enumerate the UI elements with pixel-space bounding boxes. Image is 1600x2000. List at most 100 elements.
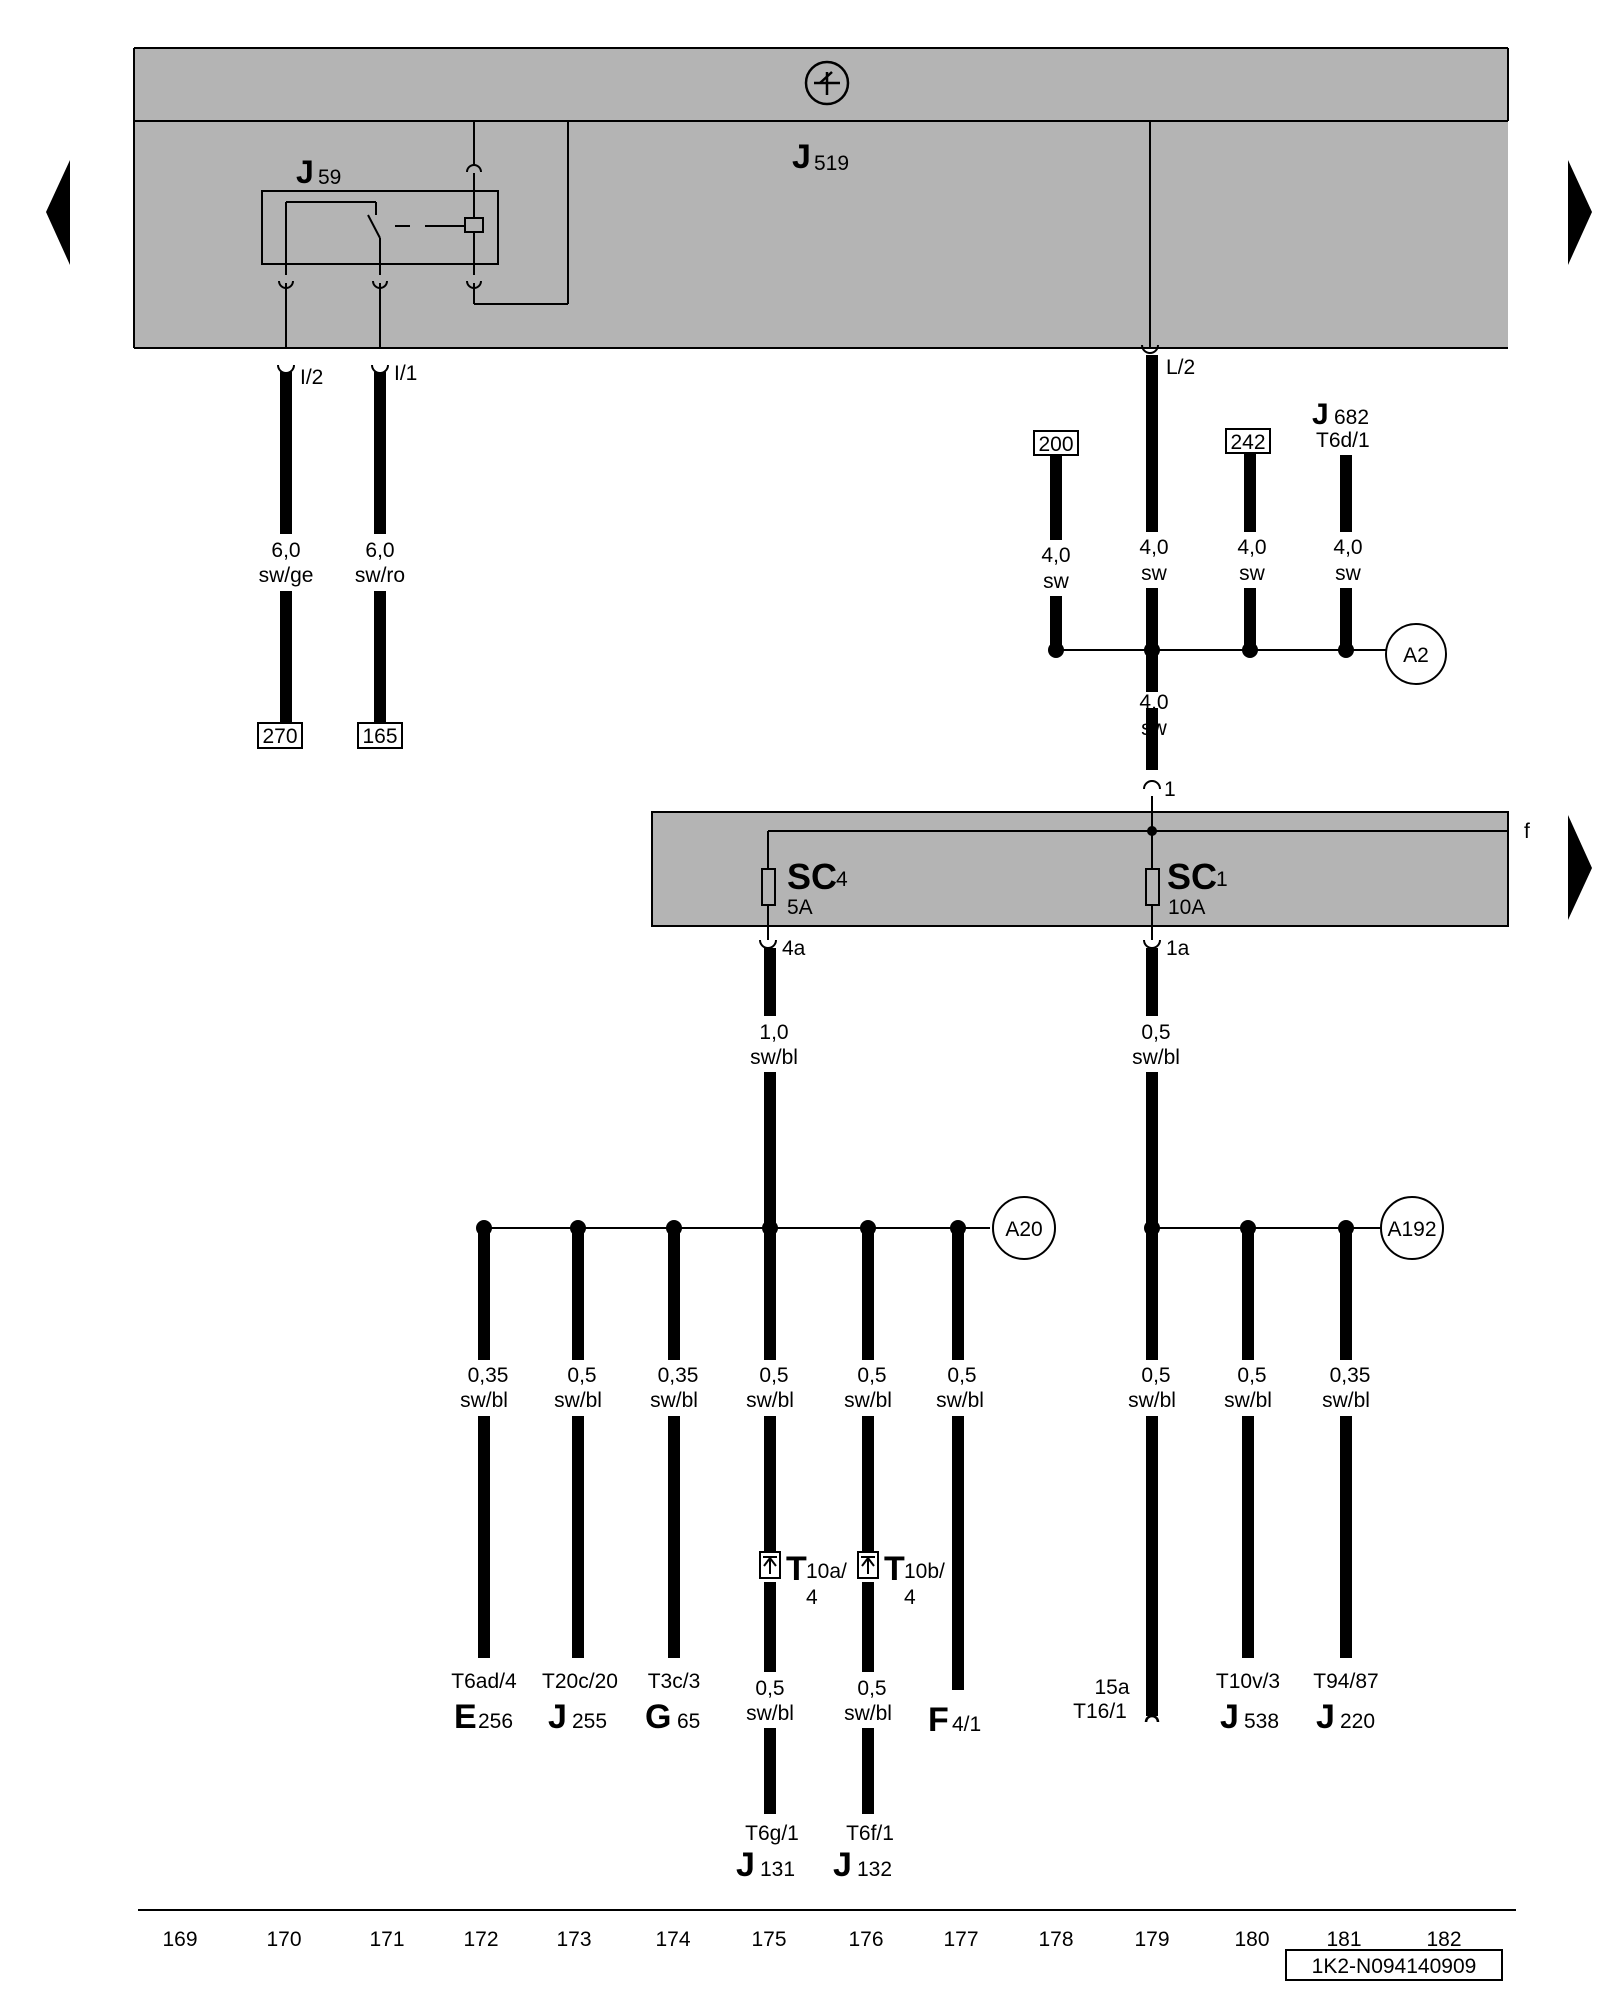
component-e256: T6ad/4 E 256 [451,1670,517,1736]
wire-color: sw [1141,562,1168,585]
component-j538: T10v/3 J 538 [1216,1670,1280,1736]
component-pin: T10v/3 [1216,1670,1280,1693]
wire-size: 0,35 [1330,1364,1371,1387]
component-pin: T16/1 [1073,1700,1127,1723]
wire-color: sw/bl [650,1389,698,1412]
connector-pin: 4 [904,1586,916,1609]
splice-a192-label: A192 [1387,1218,1436,1241]
wire-color: sw [1043,570,1070,593]
component-sub: 65 [677,1710,700,1733]
j682-pin: T6d/1 [1316,429,1370,452]
wire-color: sw/ro [355,564,405,587]
wire-size: 0,5 [1141,1021,1170,1044]
component-pin: T6ad/4 [451,1670,517,1693]
splice-bus-a2: A2 [1048,623,1447,685]
branch-wire-181: 0,35 sw/bl [1322,1228,1370,1658]
track-number: 171 [369,1928,404,1951]
component-pin: T94/87 [1313,1670,1378,1693]
fuse-number: 4 [836,868,848,891]
wire-242: 4,0 sw [1237,453,1267,650]
component-sub: 538 [1244,1710,1279,1733]
arrow-right-icon[interactable] [1568,815,1592,920]
pin-label-l2: L/2 [1166,356,1195,379]
fuse-number: 1 [1216,868,1228,891]
branch-wire-173: 0,5 sw/bl [554,1228,602,1658]
connector-name: T [884,1550,905,1588]
branch-wire-180: 0,5 sw/bl [1224,1228,1272,1658]
wire-color: sw/bl [844,1702,892,1725]
ground-symbol-icon [804,60,850,106]
fuse-input-pin: 1 [1164,778,1176,801]
component-pin: T20c/20 [542,1670,618,1693]
fuse-name: SC [787,856,837,897]
wire-size: 0,5 [759,1364,788,1387]
wire-size: 0,5 [1237,1364,1266,1387]
splice-bus-a192: A192 [1144,1196,1444,1260]
arrow-right-icon[interactable] [1568,160,1592,265]
wire-color: sw/bl [1132,1046,1180,1069]
wire-size: 0,5 [857,1364,886,1387]
track-number: 177 [943,1928,978,1951]
wire-size: 0,35 [658,1364,699,1387]
component-name: J [736,1846,755,1884]
document-code-text: 1K2-N094140909 [1312,1955,1477,1978]
fuse-rating: 5A [787,896,813,919]
pin-socket-l2 [1141,344,1159,354]
wire-color: sw/bl [554,1389,602,1412]
wire-main-to-fuse: 4,0 sw 1 [1139,691,1175,801]
arrow-left-icon[interactable] [46,160,70,265]
component-name: G [645,1698,671,1736]
wire-color: sw [1239,562,1266,585]
component-pin: 15a [1094,1676,1129,1699]
wire-color: sw/bl [746,1389,794,1412]
component-sub: 220 [1340,1710,1375,1733]
component-f4: F 4/1 [928,1701,981,1739]
component-j220: T94/87 J 220 [1313,1670,1378,1736]
pin-label: 4a [782,937,806,960]
component-sub: 132 [857,1858,892,1881]
wire-size: 4,0 [1041,544,1070,567]
component-j131: T6g/1 J 131 [736,1822,799,1884]
ref-box-242: 242 [1225,428,1271,454]
component-pin: T6g/1 [745,1822,799,1845]
component-pin: T3c/3 [648,1670,701,1693]
j682-label: J [1312,398,1329,431]
branch-wire-177: 0,5 sw/bl [936,1228,984,1690]
component-pin: T6f/1 [846,1822,894,1845]
wire-color: sw/bl [746,1702,794,1725]
wire-l2: 4,0 sw [1139,355,1169,692]
wire-color: sw/bl [844,1389,892,1412]
ref-label: 242 [1230,431,1265,454]
j59-label: J [296,154,314,190]
ref-box-165: 165 [357,722,403,749]
ref-box-270: 270 [257,722,303,749]
wire-size: 0,5 [567,1364,596,1387]
fuse-output-1a: 1a 0,5 sw/bl [1132,937,1190,1228]
pin-label-i2: I/2 [300,366,323,389]
track-number: 181 [1326,1928,1361,1951]
track-number: 180 [1234,1928,1269,1951]
branch-wire-176: 0,5 sw/bl 0,5 sw/bl [844,1228,892,1814]
track-number: 176 [848,1928,883,1951]
component-name: J [548,1698,567,1736]
component-g65: T3c/3 G 65 [645,1670,700,1736]
wire-i1: 6,0 sw/ro [355,372,405,723]
pin-label: 1a [1166,937,1190,960]
ref-label: 270 [262,725,297,748]
fuse-bus-label: f [1524,820,1530,843]
branch-wire-172: 0,35 sw/bl [460,1228,508,1658]
fuse-sc4: SC 4 5A [761,856,848,940]
module-j519: J 519 J 59 [133,47,1509,349]
branch-wire-175: 0,5 sw/bl 0,5 sw/bl [746,1228,794,1814]
component-t16: 15a T16/1 [1073,1676,1130,1723]
component-j682: J 682 T6d/1 [1312,398,1370,452]
connector-pin: 4 [806,1586,818,1609]
wire-color: sw/bl [460,1389,508,1412]
component-j255: T20c/20 J 255 [542,1670,618,1736]
wire-size: 4,0 [1333,536,1362,559]
wire-j682: 4,0 sw [1333,455,1363,650]
document-code: 1K2-N094140909 [1285,1949,1503,1981]
wire-size: 4,0 [1139,536,1168,559]
wire-color: sw/bl [750,1046,798,1069]
